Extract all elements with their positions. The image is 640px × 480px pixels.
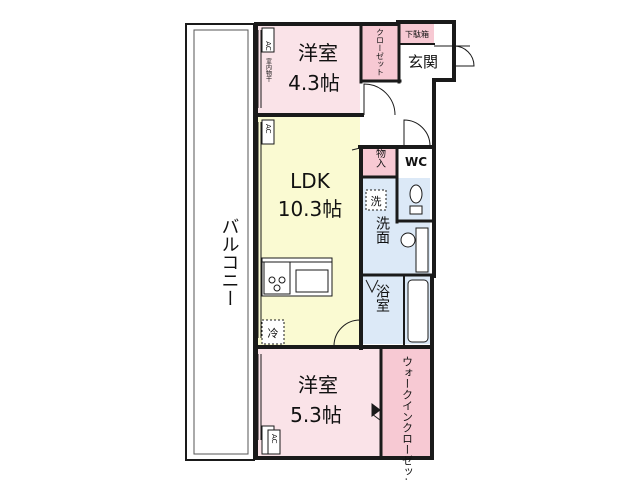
ac-label-bottom: AC — [270, 434, 278, 444]
western-top-name: 洋室 — [298, 41, 338, 65]
wc-room: WC — [405, 155, 427, 215]
kitchen-counter — [261, 257, 333, 297]
doors — [333, 45, 475, 421]
western-bottom-size: 5.3帖 — [290, 403, 342, 427]
ac-label-top: AC — [264, 41, 272, 51]
toilet-icon — [409, 184, 423, 204]
walls — [254, 20, 456, 460]
walk-in-closet-label: ウォークインクローゼット — [401, 356, 414, 480]
ldk-name: LDK — [290, 169, 331, 193]
bathroom-room: 浴室 — [365, 279, 429, 343]
western-room-top: 洋室 4.3帖 AC 室内物干 — [261, 27, 340, 95]
western-bottom-name: 洋室 — [298, 373, 338, 397]
entrance-area — [400, 44, 452, 80]
sink-icon — [400, 232, 416, 248]
washroom-label: 洗面 — [374, 216, 390, 244]
balcony-label: バルコニー — [219, 217, 240, 307]
walk-in-closet-area — [382, 348, 432, 456]
washroom-room: 洗 洗面 — [365, 189, 429, 273]
ldk-size: 10.3帖 — [278, 197, 343, 221]
entrance-label: 玄関 — [408, 53, 438, 71]
indoor-dryer-label: 室内物干 — [265, 57, 272, 83]
western-room-bottom: 洋室 5.3帖 AC — [261, 373, 342, 455]
closet-top — [362, 24, 398, 80]
storage-area — [362, 148, 396, 176]
room-ldk — [256, 116, 360, 346]
bathtub-icon — [407, 279, 429, 343]
shoe-box-label: 下駄箱 — [405, 29, 429, 39]
bathroom-label: 浴室 — [374, 284, 390, 312]
ldk-room: AC LDK 10.3帖 冷 — [261, 119, 343, 345]
shoe-box-area — [400, 24, 434, 44]
ac-label-ldk: AC — [264, 124, 272, 134]
washer-label: 洗 — [371, 195, 382, 208]
balcony: バルコニー — [185, 23, 255, 461]
fridge-label: 冷 — [268, 327, 279, 340]
windows — [257, 30, 262, 440]
western-top-size: 4.3帖 — [288, 71, 340, 95]
wc-label: WC — [405, 155, 427, 169]
storage-label: 物入 — [374, 147, 386, 168]
closet-top-label: クローゼット — [376, 28, 385, 76]
